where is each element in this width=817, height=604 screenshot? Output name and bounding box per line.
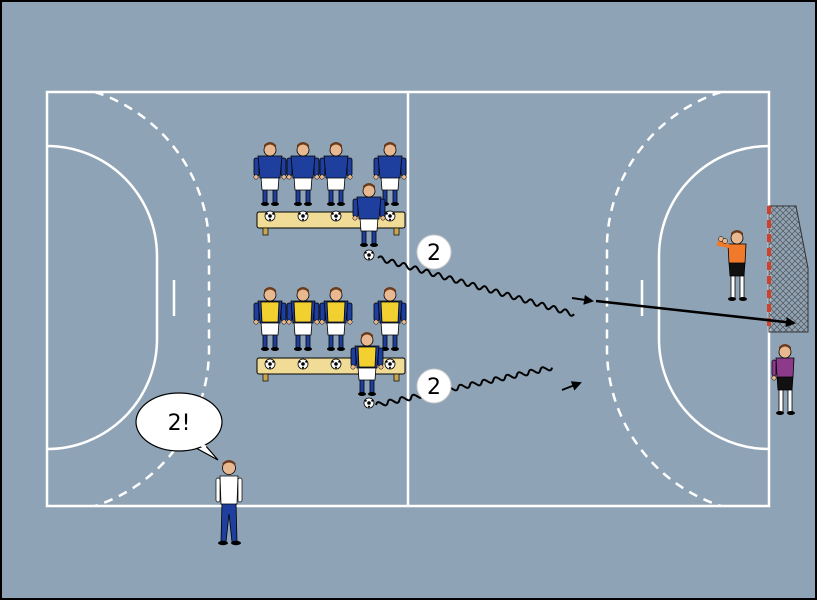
ball: [330, 210, 342, 222]
left-goal-area-line: [46, 144, 159, 451]
ball: [330, 358, 342, 370]
run-label-top: 2: [416, 234, 452, 270]
coach-call-text: 2!: [168, 411, 191, 436]
run-label-top-text: 2: [427, 241, 441, 266]
ball: [297, 210, 309, 222]
ball: [264, 210, 276, 222]
goalkeeper-orange: [716, 230, 747, 301]
dribble-arrow-bottom: [561, 381, 582, 391]
dribble-path-top: [377, 255, 575, 317]
goal: [767, 205, 809, 333]
right-goal-area-line: [657, 144, 770, 451]
speech-bubble: 2!: [135, 392, 223, 461]
ball-dribbling: [363, 249, 375, 261]
dribble-arrow-top: [571, 294, 594, 305]
run-label-bottom-text: 2: [427, 375, 441, 400]
free-throw-lines: [94, 90, 722, 508]
coach: [215, 460, 243, 546]
ball: [297, 358, 309, 370]
right-free-throw-line: [605, 90, 722, 508]
ball: [384, 358, 396, 370]
shot-arrow: [595, 299, 796, 328]
bottom-bench-group: [254, 287, 406, 409]
dribble-path-bottom: [375, 366, 554, 407]
ball-dribbling: [363, 397, 375, 409]
run-label-bottom: 2: [416, 368, 452, 404]
ball: [384, 210, 396, 222]
ball: [264, 358, 276, 370]
goalkeeper-purple: [771, 344, 795, 415]
left-free-throw-line: [94, 90, 211, 508]
top-bench-group: [253, 141, 407, 261]
